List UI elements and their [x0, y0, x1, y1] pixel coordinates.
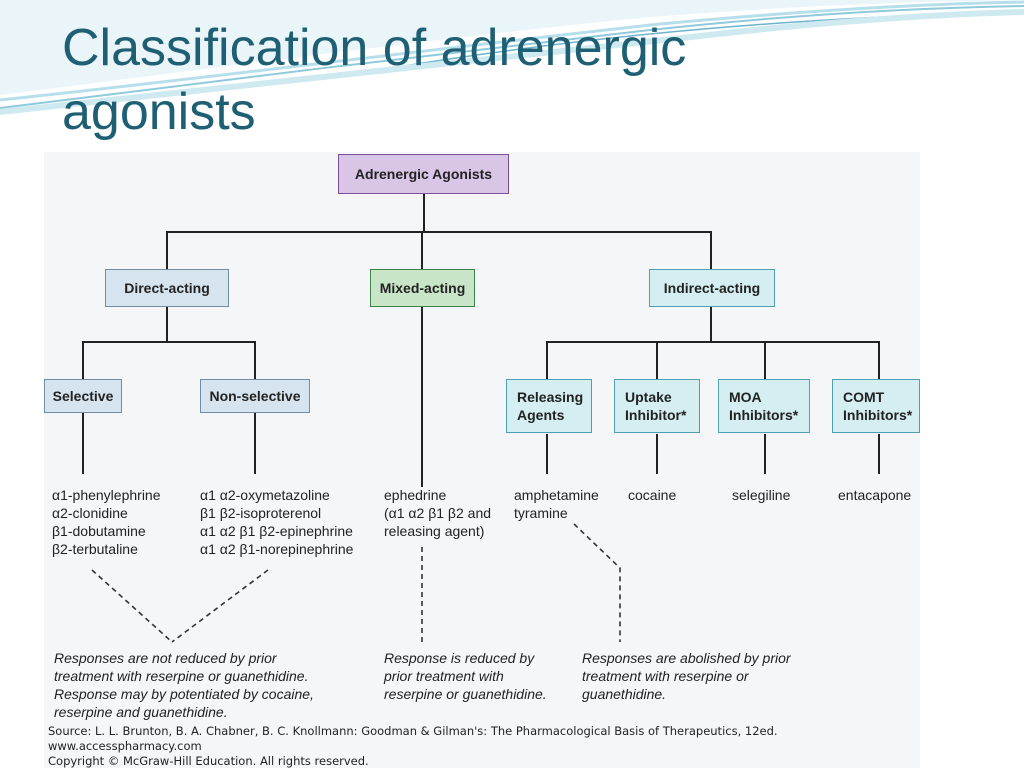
drug-item: selegiline	[732, 487, 791, 503]
drug-list-moa: selegiline	[732, 486, 790, 504]
connector-releasing-down	[546, 434, 548, 474]
drug-item: α1 α2-oxymetazoline	[200, 487, 330, 503]
header-wave-decoration	[0, 0, 1024, 115]
connector-selective-down	[82, 412, 84, 474]
source-line: Source: L. L. Brunton, B. A. Chabner, B.…	[48, 724, 778, 738]
drug-item: amphetamine	[514, 487, 599, 503]
connector-moa-down	[764, 434, 766, 474]
connector-indirect-down	[710, 307, 712, 343]
connector-direct-bar	[82, 341, 256, 343]
connector-mixed-up	[421, 231, 423, 269]
figure-source-citation: Source: L. L. Brunton, B. A. Chabner, B.…	[48, 724, 778, 768]
drug-item: (α1 α2 β1 β2 and	[384, 505, 492, 521]
connector-root-down	[423, 194, 425, 232]
note-indirect-acting: Responses are abolished by prior treatme…	[582, 650, 791, 702]
source-line: Copyright © McGraw-Hill Education. All r…	[48, 754, 369, 768]
drug-item: tyramine	[514, 505, 568, 521]
drug-item: α1-phenylephrine	[52, 487, 161, 503]
box-mixed-acting: Mixed-acting	[370, 269, 475, 307]
connector-moa-up	[764, 341, 766, 379]
box-non-selective: Non-selective	[200, 379, 310, 413]
drug-item: cocaine	[628, 487, 677, 503]
box-selective: Selective	[44, 379, 122, 413]
dash-nonselective-to-note	[171, 569, 269, 643]
drug-list-uptake: cocaine	[628, 486, 676, 504]
drug-item: entacapone	[838, 487, 912, 503]
source-link[interactable]: www.accesspharmacy.com	[48, 739, 202, 753]
drug-item: β2-terbutaline	[52, 541, 138, 557]
drug-item: α1 α2 β1-norepinephrine	[200, 541, 354, 557]
connector-uptake-down	[656, 434, 658, 474]
box-direct-acting: Direct-acting	[105, 269, 229, 307]
drug-item: β1-dobutamine	[52, 523, 146, 539]
slide-title-line-1: Classification of adrenergic	[62, 19, 687, 77]
connector-mixed-down	[421, 307, 423, 487]
box-releasing-agents: Releasing Agents	[506, 379, 592, 433]
connector-nonselective-up	[254, 341, 256, 379]
drug-item: ephedrine	[384, 487, 447, 503]
connector-comt-up	[878, 341, 880, 379]
drug-item: α2-clonidine	[52, 505, 128, 521]
drug-list-comt: entacapone	[838, 486, 911, 504]
connector-comt-down	[878, 434, 880, 474]
connector-direct-up	[166, 231, 168, 269]
drug-list-mixed: ephedrine (α1 α2 β1 β2 and releasing age…	[384, 486, 491, 540]
drug-item: releasing agent)	[384, 523, 485, 539]
drug-list-selective: α1-phenylephrine α2-clonidine β1-dobutam…	[52, 486, 161, 558]
drug-item: β1 β2-isoproterenol	[200, 505, 322, 521]
box-moa-inhibitors: MOA Inhibitors*	[718, 379, 810, 433]
connector-uptake-up	[656, 341, 658, 379]
connector-direct-down	[166, 307, 168, 343]
connector-indirect-up	[710, 231, 712, 269]
box-uptake-inhibitor: Uptake Inhibitor*	[614, 379, 700, 433]
connector-level1-bar	[166, 231, 712, 233]
slide-title: Classification of adrenergic agonists	[62, 16, 862, 144]
dash-releasing-to-note	[573, 523, 621, 642]
drug-item: α1 α2 β1 β2-epinephrine	[200, 523, 353, 539]
connector-selective-up	[82, 341, 84, 379]
classification-figure: Adrenergic Agonists Direct-acting Mixed-…	[44, 152, 920, 768]
root-box-adrenergic-agonists: Adrenergic Agonists	[338, 154, 509, 194]
box-comt-inhibitors: COMT Inhibitors*	[832, 379, 920, 433]
dash-selective-to-note	[91, 569, 173, 643]
connector-indirect-bar	[546, 341, 880, 343]
note-mixed-acting: Response is reduced by prior treatment w…	[384, 650, 547, 702]
connector-releasing-up	[546, 341, 548, 379]
drug-list-nonselective: α1 α2-oxymetazoline β1 β2-isoproterenol …	[200, 486, 353, 558]
note-direct-acting: Responses are not reduced by prior treat…	[54, 650, 314, 720]
connector-nonselective-down	[254, 412, 256, 474]
drug-list-releasing: amphetamine tyramine	[514, 486, 599, 522]
box-indirect-acting: Indirect-acting	[649, 269, 775, 307]
slide-title-line-2: agonists	[62, 83, 256, 141]
